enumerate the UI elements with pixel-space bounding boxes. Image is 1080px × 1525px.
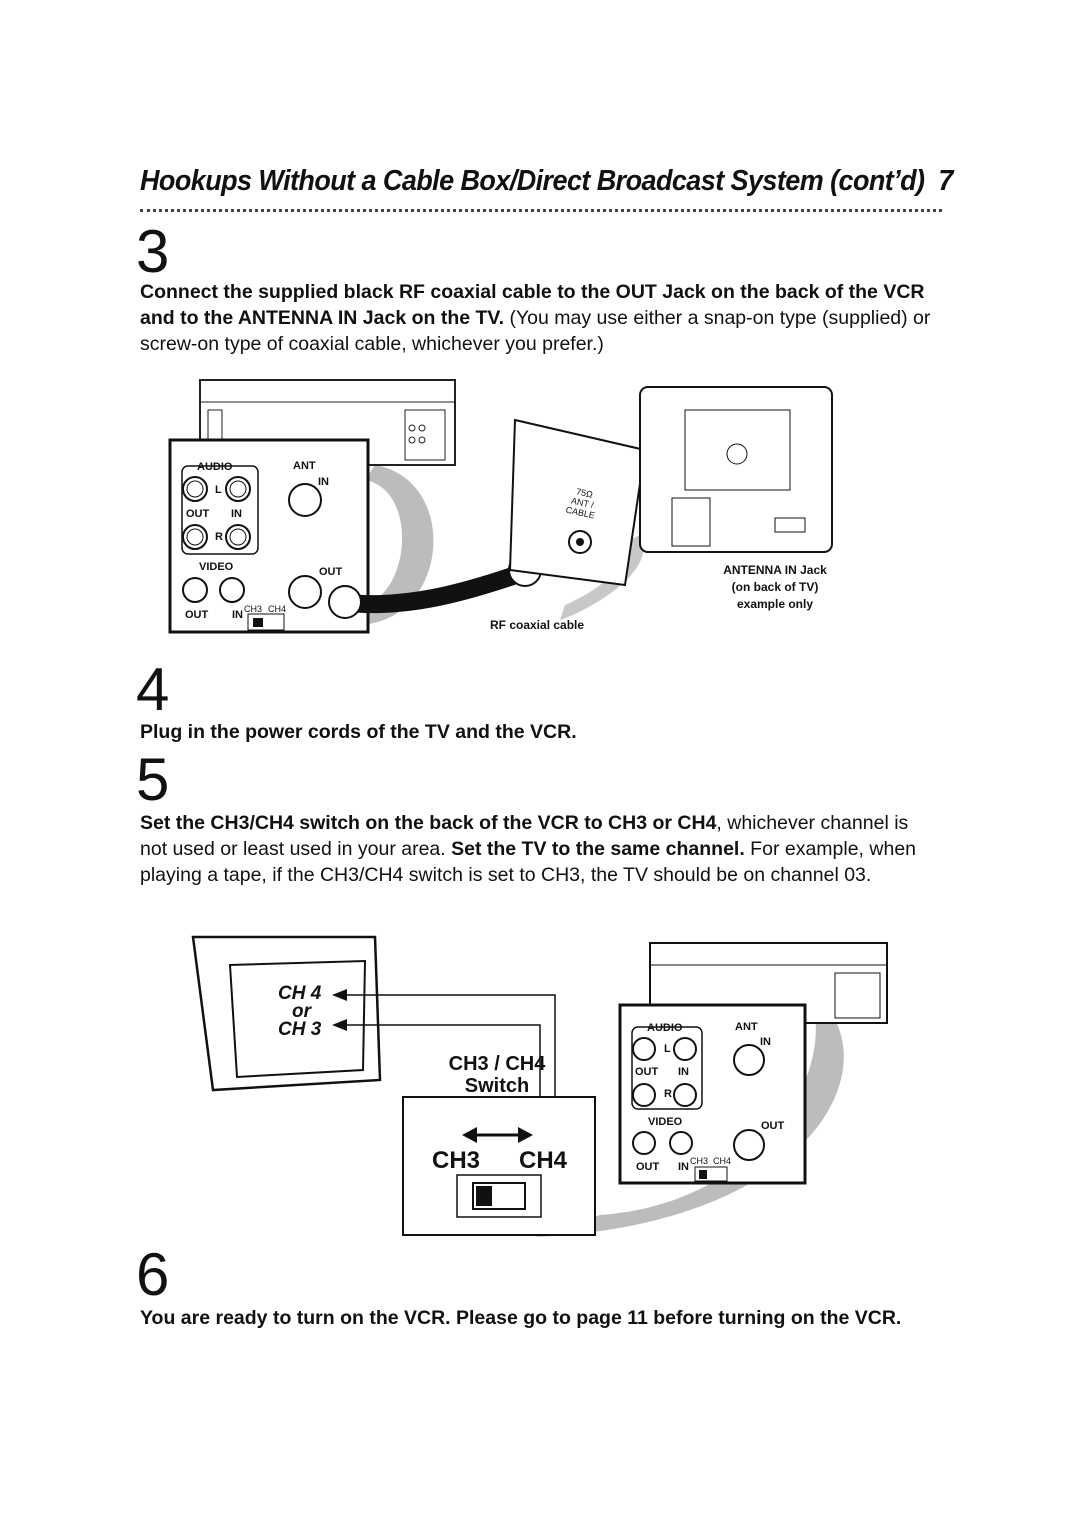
fig2-r-label: R xyxy=(664,1088,672,1100)
step-3-bold: Connect the supplied black RF coaxial ca… xyxy=(140,281,925,329)
step-6-bold: You are ready to turn on the VCR. Please… xyxy=(140,1307,902,1329)
step-5-normal-1: , whichever channel is not used or least… xyxy=(140,812,909,860)
vcr-back-panel xyxy=(618,1003,807,1185)
step-4-number: 4 xyxy=(136,656,170,723)
antenna-jack-caption: ANTENNA IN Jack (on back of TV) example … xyxy=(700,562,850,613)
fig1-out-label: OUT xyxy=(186,508,210,520)
switch-word: Switch xyxy=(464,1075,530,1097)
tv-back-illustration xyxy=(639,386,833,553)
rf-cable-label: RF coaxial cable xyxy=(490,618,585,632)
example-only-label: example only xyxy=(736,597,814,611)
fig1-ant-out-label: OUT xyxy=(319,566,343,578)
fig2-ant-label: ANT xyxy=(735,1021,758,1033)
step-3-text: Connect the supplied black RF coaxial ca… xyxy=(140,279,940,357)
header-divider xyxy=(140,209,942,212)
fig1-video-in-label: IN xyxy=(232,609,243,621)
fig1-audio-label: AUDIO xyxy=(197,461,233,473)
step-3-number: 3 xyxy=(136,218,170,285)
cable-connector-vcr xyxy=(328,585,362,619)
fig1-in-label: IN xyxy=(231,508,242,520)
fig2-ch4-label: CH4 xyxy=(713,1156,732,1166)
step-5-normal-2: For example, when playing a tape, if the… xyxy=(140,838,917,886)
fig2-ch3-label: CH3 xyxy=(690,1156,709,1166)
switch-title: CH3 / CH4 xyxy=(448,1053,546,1075)
ch3-ch4-switch-diagram xyxy=(191,935,888,1237)
vcr-tv-hookup-diagram xyxy=(168,379,833,634)
cable-shadow-2 xyxy=(560,535,644,620)
step-5-bold-2: Set the TV to the same channel. xyxy=(451,838,745,860)
or-label: or xyxy=(292,1001,311,1022)
tv-channel-labels: CH 4 or CH 3 xyxy=(278,983,322,1040)
page-header: Hookups Without a Cable Box/Direct Broad… xyxy=(140,165,953,198)
ch4-pointer-line xyxy=(345,994,556,1097)
fig2-out-label: OUT xyxy=(635,1066,659,1078)
rf-coaxial-cable xyxy=(338,561,534,614)
fig2-l-label: L xyxy=(664,1043,671,1055)
step-6-text: You are ready to turn on the VCR. Please… xyxy=(140,1305,940,1331)
ch3-label: CH 3 xyxy=(278,1019,322,1040)
cable-shadow xyxy=(360,465,434,625)
step-4-bold: Plug in the power cords of the TV and th… xyxy=(140,721,577,743)
step-5-text: Set the CH3/CH4 switch on the back of th… xyxy=(140,810,940,888)
page-title: Hookups Without a Cable Box/Direct Broad… xyxy=(140,165,925,197)
fig2-in-label: IN xyxy=(678,1066,689,1078)
fig2-video-out-label: OUT xyxy=(636,1161,660,1173)
fig2-ant-out-label: OUT xyxy=(761,1120,785,1132)
on-back-of-tv-label: (on back of TV) xyxy=(731,580,819,594)
fig1-video-label: VIDEO xyxy=(199,561,234,573)
ch4-arrowhead xyxy=(332,989,347,1001)
big-ch3-label: CH3 xyxy=(432,1147,481,1174)
fig2-video-in-label: IN xyxy=(678,1161,689,1173)
fig1-l-label: L xyxy=(215,484,222,496)
step-5-bold-1: Set the CH3/CH4 switch on the back of th… xyxy=(140,812,717,834)
tv-antenna-jack-panel xyxy=(508,418,647,587)
ch4-label: CH 4 xyxy=(278,983,322,1004)
ch3-pointer-line xyxy=(345,1024,541,1097)
fig2-ant-in-label: IN xyxy=(760,1036,771,1048)
switch-caption: CH3 / CH4 Switch xyxy=(432,1053,562,1097)
ch3-arrowhead xyxy=(332,1019,347,1031)
fig2-video-label: VIDEO xyxy=(648,1116,683,1128)
fig1-ch4-label: CH4 xyxy=(268,604,287,614)
fig2-audio-label: AUDIO xyxy=(647,1022,683,1034)
fig1-r-label: R xyxy=(215,531,223,543)
page-number: 7 xyxy=(938,165,953,197)
step-6-number: 6 xyxy=(136,1241,170,1308)
tv-front-illustration xyxy=(191,935,382,1092)
antenna-in-jack-label: ANTENNA IN Jack xyxy=(723,563,827,577)
step-5-number: 5 xyxy=(136,746,170,813)
fig1-video-out-label: OUT xyxy=(185,609,209,621)
fig1-ant-label: ANT xyxy=(293,460,316,472)
step-4-text: Plug in the power cords of the TV and th… xyxy=(140,719,940,745)
switch-detail-box xyxy=(402,1096,596,1236)
fig1-ch3-label: CH3 xyxy=(244,604,263,614)
fig1-ant-in-label: IN xyxy=(318,476,329,488)
big-ch4-label: CH4 xyxy=(519,1147,568,1174)
step-3-normal: (You may use either a snap-on type (supp… xyxy=(140,307,931,355)
